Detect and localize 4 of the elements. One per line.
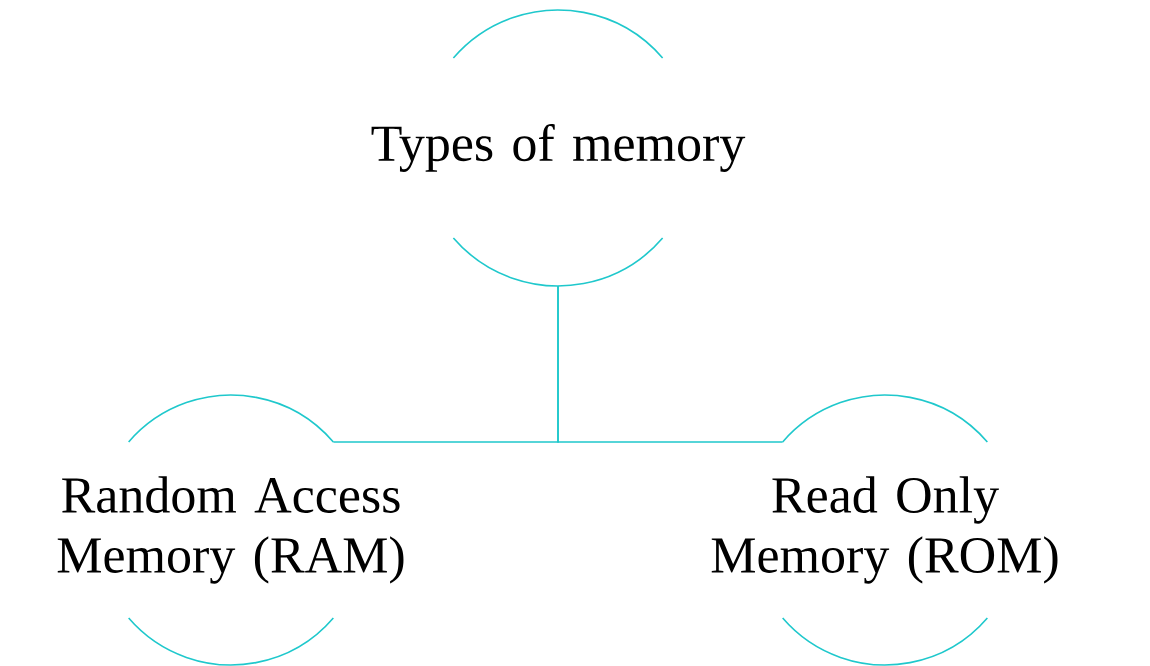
memory-node: Types of memory	[371, 9, 746, 287]
memory-node: Random Access Memory (RAM)	[57, 394, 404, 666]
connector-line	[557, 285, 784, 443]
memory-node: Read Only Memory (ROM)	[711, 394, 1058, 666]
